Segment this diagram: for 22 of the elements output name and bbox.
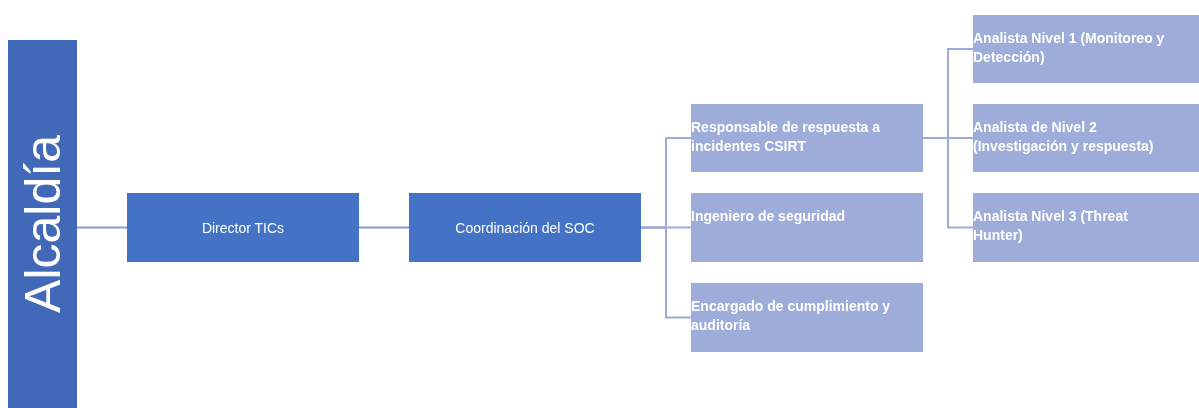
role-box bbox=[973, 104, 1199, 172]
box-label: Analista de Nivel 2 (Investigación y respuesta) bbox=[973, 118, 1155, 156]
box-label: Analista Nivel 1 (Monitoreo y Detección) bbox=[973, 29, 1166, 67]
root-box bbox=[8, 40, 77, 408]
role-box bbox=[127, 193, 359, 262]
box-label: Director TICs bbox=[201, 219, 285, 236]
role-box bbox=[973, 193, 1199, 262]
connector-line bbox=[922, 137, 974, 229]
box-label: Alcaldía bbox=[13, 135, 72, 313]
connector-line bbox=[640, 226, 692, 319]
role-box bbox=[691, 104, 923, 172]
role-box bbox=[691, 283, 923, 352]
role-box bbox=[973, 15, 1199, 83]
connector-line bbox=[358, 226, 410, 229]
box-label: Responsable de respuesta a incidentes CSIRT bbox=[691, 118, 882, 156]
role-box bbox=[409, 193, 641, 262]
box-label: Encargado de cumplimiento y auditoría bbox=[691, 297, 892, 335]
box-label: Analista Nivel 3 (Threat Hunter) bbox=[973, 207, 1129, 245]
role-box bbox=[691, 193, 923, 262]
box-label: Coordinación del SOC bbox=[455, 219, 595, 236]
connector-line bbox=[76, 226, 128, 229]
box-label: Ingeniero de seguridad bbox=[691, 207, 846, 226]
